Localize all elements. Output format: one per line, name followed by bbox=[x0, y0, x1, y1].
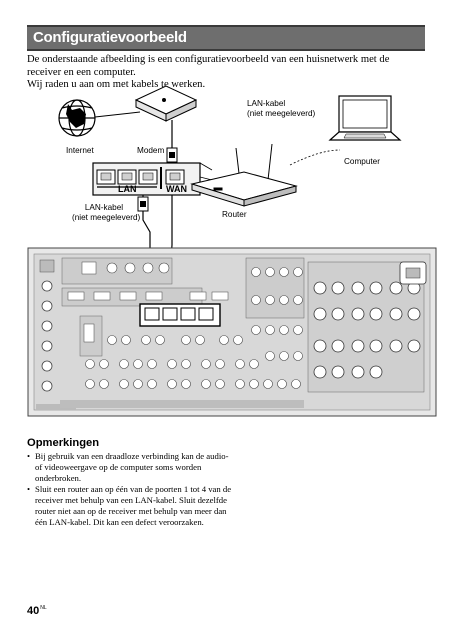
notes-item: Sluit een router aan op één van de poort… bbox=[27, 484, 237, 528]
globe-icon bbox=[58, 99, 96, 137]
page-title: Configuratievoorbeeld bbox=[33, 29, 187, 46]
modem-label: Modem bbox=[137, 146, 165, 155]
notes-heading: Opmerkingen bbox=[27, 437, 100, 449]
lan-cable-left-label: LAN-kabel (niet meegeleverd) bbox=[72, 203, 141, 223]
lan-cable-left-line1: LAN-kabel bbox=[84, 203, 124, 212]
router-ports-closeup bbox=[92, 162, 201, 196]
laptop-icon bbox=[328, 95, 402, 141]
internet-label: Internet bbox=[66, 146, 94, 155]
region-code: NL bbox=[40, 605, 47, 611]
lan-cable-top-line1: LAN-kabel bbox=[247, 99, 286, 108]
page-number: 40NL bbox=[27, 605, 47, 617]
computer-label: Computer bbox=[344, 157, 380, 166]
intro-paragraph-2: Wij raden u aan om met kabels te werken. bbox=[27, 79, 206, 91]
receiver-rear-panel bbox=[27, 247, 437, 417]
modem-icon bbox=[134, 85, 198, 122]
router-label: Router bbox=[222, 210, 247, 219]
section-title-bar: Configuratievoorbeeld bbox=[27, 25, 425, 51]
network-diagram-graphics bbox=[27, 85, 437, 417]
lan-cable-left-line2: (niet meegeleverd) bbox=[72, 213, 141, 222]
switch-wan-label: WAN bbox=[166, 184, 187, 194]
network-diagram: Internet Modem LAN-kabel (niet meegeleve… bbox=[27, 85, 437, 417]
router-icon bbox=[190, 143, 298, 207]
lan-cable-top-line2: (niet meegeleverd) bbox=[247, 109, 316, 118]
switch-lan-label: LAN bbox=[118, 184, 137, 194]
notes-section: Opmerkingen Bij gebruik van een draadloz… bbox=[27, 437, 237, 528]
intro-text: De onderstaande afbeelding is een config… bbox=[27, 54, 425, 92]
intro-paragraph-1: De onderstaande afbeelding is een config… bbox=[27, 54, 390, 78]
notes-list: Bij gebruik van een draadloze verbinding… bbox=[27, 451, 237, 528]
notes-item: Bij gebruik van een draadloze verbinding… bbox=[27, 451, 237, 484]
lan-cable-top-label: LAN-kabel (niet meegeleverd) bbox=[247, 99, 315, 119]
page-number-value: 40 bbox=[27, 605, 40, 617]
